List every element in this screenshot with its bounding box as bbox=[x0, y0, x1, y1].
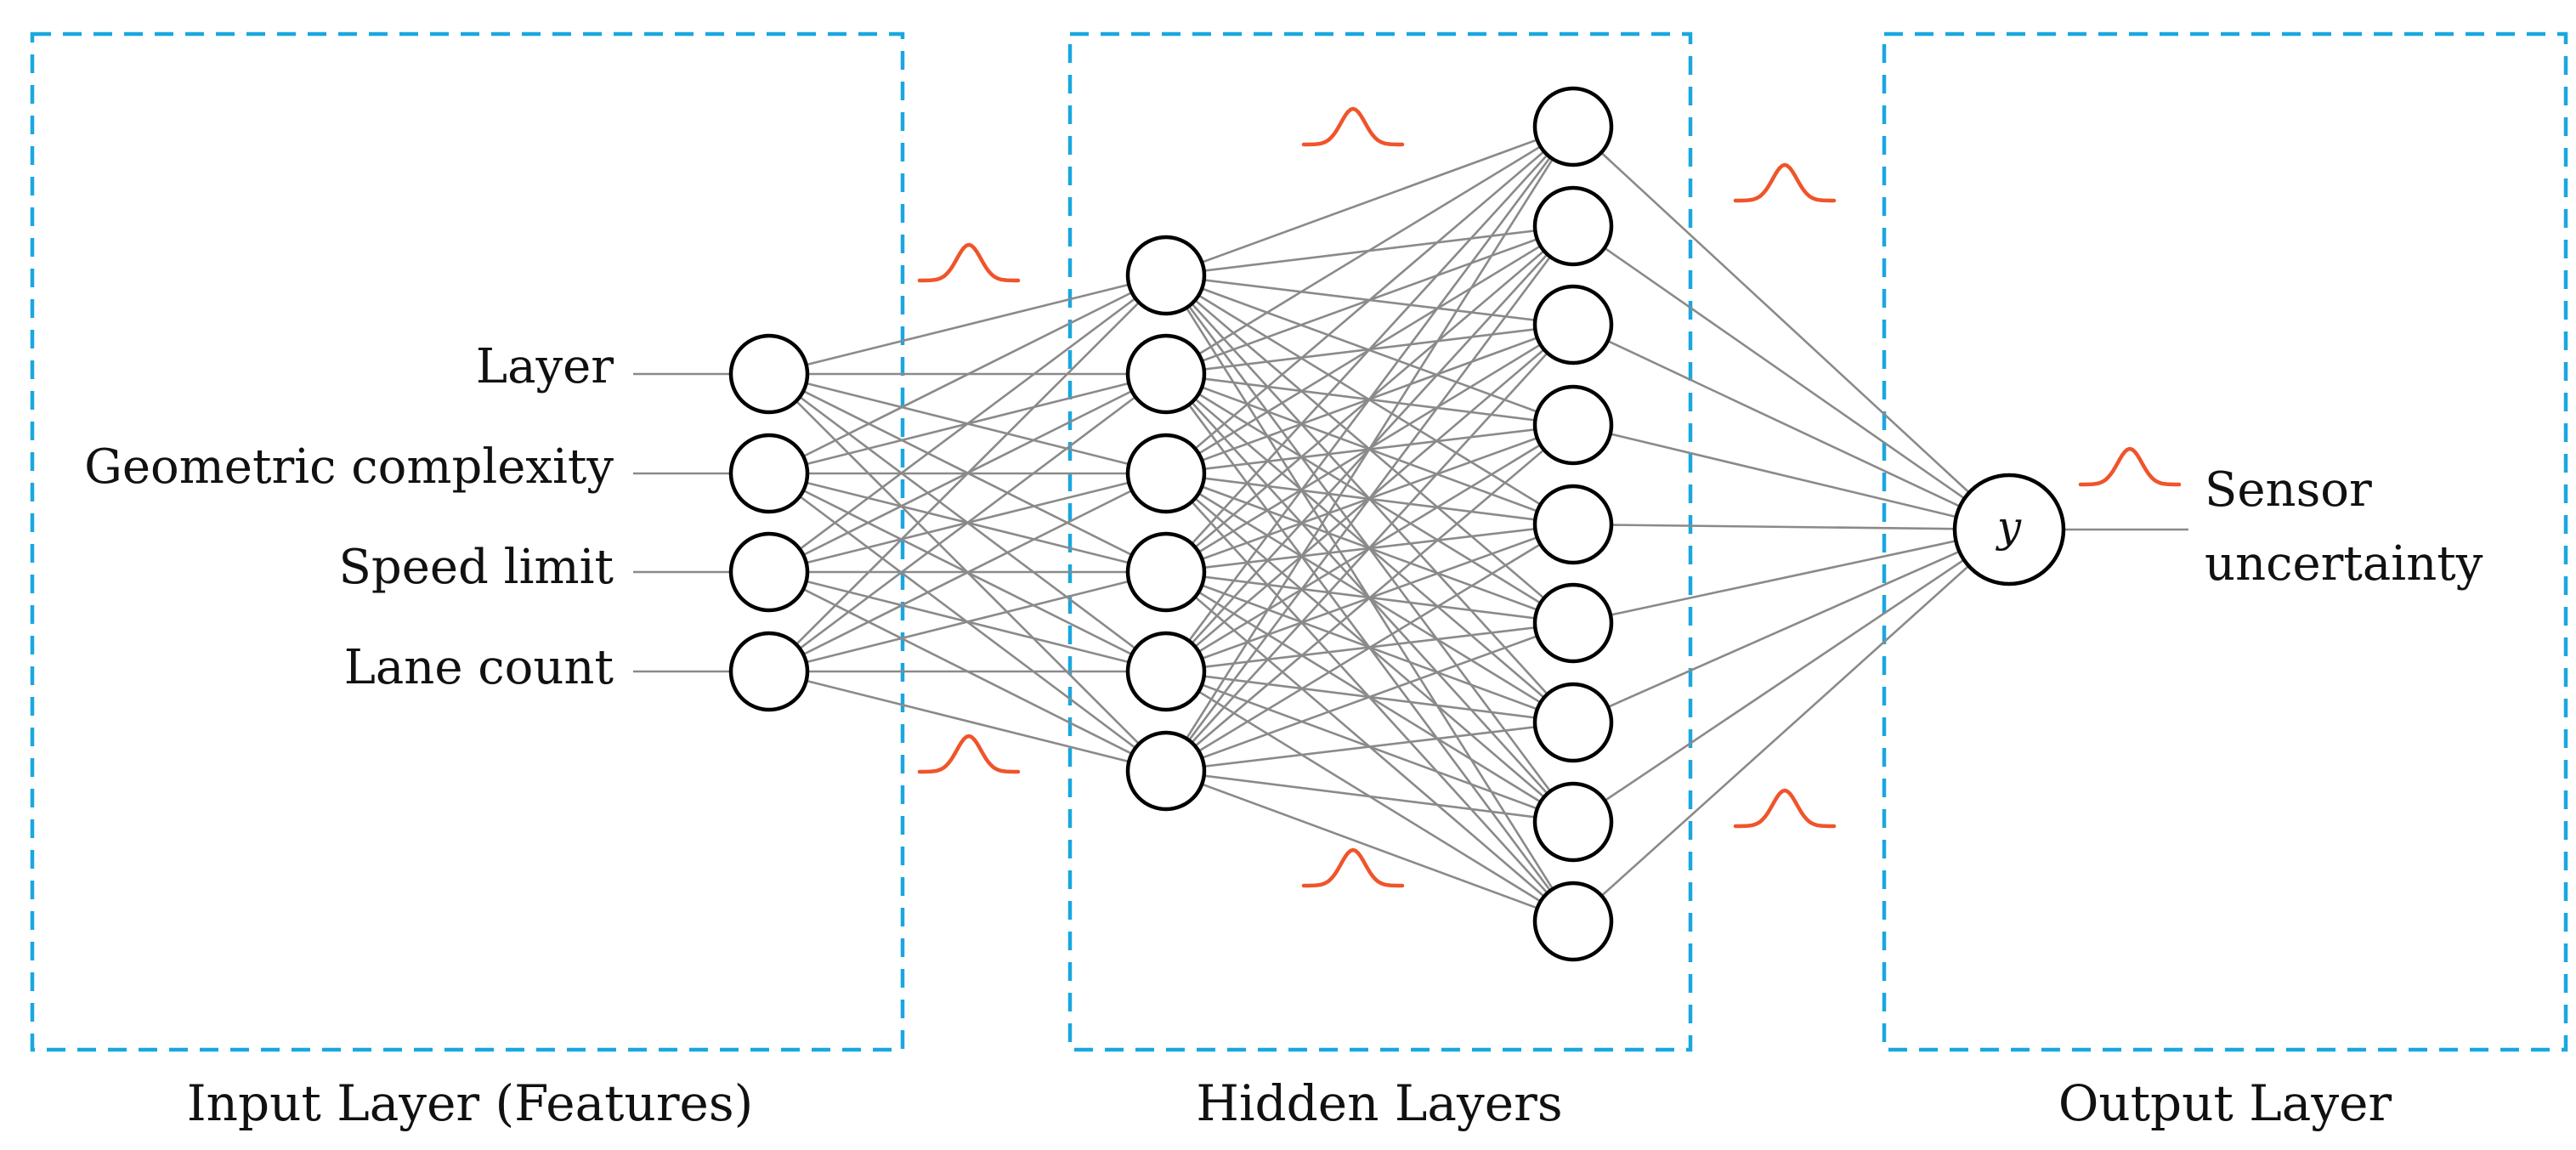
hidden2-node-9 bbox=[1532, 881, 1614, 962]
hidden1-node-3 bbox=[1125, 433, 1207, 514]
edge-l3-7-1 bbox=[1572, 528, 2010, 724]
distribution-curve-6 bbox=[1733, 788, 1837, 829]
input-node-1 bbox=[728, 333, 810, 415]
edge-l2-6-2 bbox=[1164, 225, 1575, 772]
edge-l2-6-6 bbox=[1165, 621, 1574, 773]
neurons bbox=[728, 86, 2066, 962]
hidden-layers-box bbox=[1067, 31, 1693, 1052]
edge-l3-2-1 bbox=[1572, 224, 2010, 531]
caption-hidden-layers: Hidden Layers bbox=[1196, 1074, 1562, 1132]
edge-l2-4-1 bbox=[1165, 126, 1574, 573]
caption-input-layer: Input Layer (Features) bbox=[187, 1074, 754, 1132]
distribution-curve-7 bbox=[2078, 446, 2182, 487]
hidden2-node-8 bbox=[1532, 781, 1614, 863]
edge-l2-6-7 bbox=[1165, 721, 1574, 773]
input-node-3 bbox=[728, 531, 810, 613]
edge-l1-4-4 bbox=[768, 570, 1167, 673]
edge-l2-6-9 bbox=[1165, 769, 1574, 923]
edge-l2-3-1 bbox=[1165, 126, 1574, 474]
input-layer-box bbox=[30, 31, 905, 1052]
edge-l1-4-2 bbox=[768, 372, 1167, 673]
distribution-curve-1 bbox=[917, 242, 1021, 283]
edge-l3-5-1 bbox=[1572, 523, 2010, 531]
edge-l2-2-1 bbox=[1165, 125, 1574, 376]
output-node-symbol: y bbox=[1996, 502, 2022, 552]
hidden1-node-4 bbox=[1125, 531, 1207, 613]
hidden1-node-1 bbox=[1125, 235, 1207, 316]
distribution-curve-2 bbox=[917, 734, 1021, 774]
input-label-speed-limit: Speed limit bbox=[339, 540, 614, 595]
hidden2-node-2 bbox=[1532, 185, 1614, 267]
distribution-curve-5 bbox=[1733, 162, 1837, 203]
hidden2-node-7 bbox=[1532, 682, 1614, 763]
input-label-layer: Layer bbox=[476, 339, 614, 394]
hidden2-node-3 bbox=[1532, 284, 1614, 365]
distribution-curve-4 bbox=[1301, 847, 1405, 888]
edge-l1-3-1 bbox=[768, 274, 1167, 574]
input-label-lane-count: Lane count bbox=[344, 640, 614, 695]
hidden2-node-6 bbox=[1532, 582, 1614, 664]
distribution-curve-3 bbox=[1301, 106, 1405, 147]
edge-l3-1-1 bbox=[1572, 126, 2010, 530]
edge-l2-6-5 bbox=[1165, 523, 1574, 773]
output-label-line-2: uncertainty bbox=[2205, 536, 2483, 592]
output-label-line-1: Sensor bbox=[2205, 462, 2372, 518]
hidden1-node-5 bbox=[1125, 631, 1207, 712]
edge-l2-6-8 bbox=[1165, 769, 1574, 824]
output-layer-box bbox=[1882, 31, 2568, 1052]
edge-l1-2-1 bbox=[768, 274, 1167, 475]
edge-l3-6-1 bbox=[1572, 528, 2010, 625]
edge-l2-1-1 bbox=[1165, 125, 1574, 277]
edge-l3-8-1 bbox=[1572, 528, 2010, 824]
hidden1-node-2 bbox=[1125, 333, 1207, 415]
hidden1-node-6 bbox=[1125, 730, 1207, 812]
edge-l2-6-1 bbox=[1164, 126, 1575, 772]
edge-l2-6-3 bbox=[1165, 324, 1574, 772]
edge-l2-6-4 bbox=[1165, 424, 1574, 772]
hidden2-node-1 bbox=[1532, 86, 1614, 167]
output-node-1 bbox=[1952, 473, 2066, 586]
connections bbox=[633, 125, 2188, 923]
edge-l2-5-1 bbox=[1164, 126, 1575, 672]
input-node-2 bbox=[728, 433, 810, 514]
edge-l1-4-3 bbox=[768, 472, 1167, 673]
edge-l3-3-1 bbox=[1572, 323, 2010, 531]
distribution-curves bbox=[917, 106, 2182, 888]
hidden2-node-5 bbox=[1532, 484, 1614, 565]
edge-l1-4-6 bbox=[768, 670, 1167, 773]
edge-l1-4-1 bbox=[768, 275, 1167, 672]
edge-l3-9-1 bbox=[1572, 529, 2010, 922]
edge-l1-1-1 bbox=[768, 274, 1167, 376]
edge-l3-4-1 bbox=[1572, 423, 2010, 531]
hidden2-node-4 bbox=[1532, 384, 1614, 466]
input-label-geometric-complexity: Geometric complexity bbox=[84, 439, 614, 495]
input-node-4 bbox=[728, 631, 810, 712]
caption-output-layer: Output Layer bbox=[2058, 1074, 2392, 1132]
